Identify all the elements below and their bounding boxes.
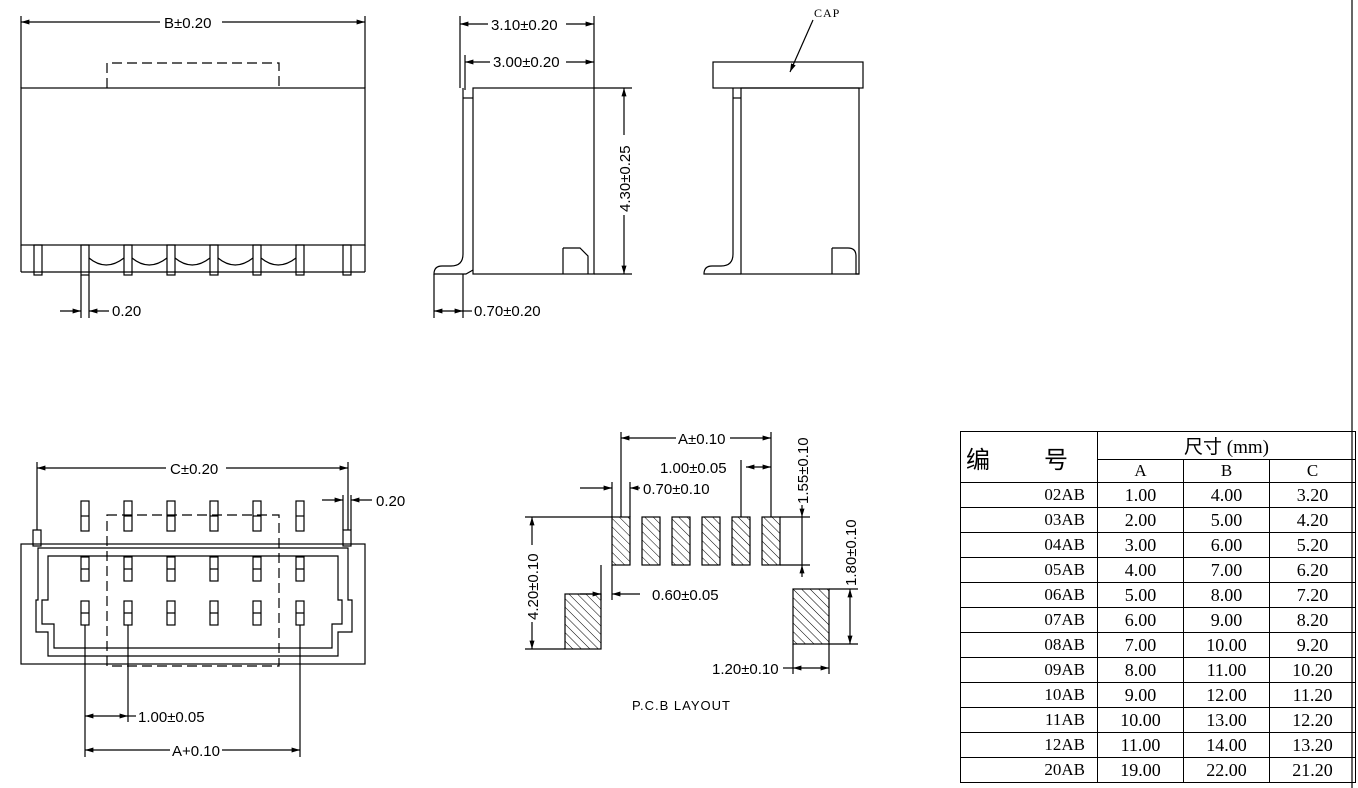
bottom-contacts	[80, 500, 305, 626]
row-code: 07AB	[960, 607, 1098, 633]
row-a: 2.00	[1097, 507, 1184, 533]
pcb-anchor-width-dim: 1.20±0.10	[712, 661, 779, 678]
cap-view	[703, 19, 864, 275]
side-top-dim-2: 3.00±0.20	[493, 54, 560, 71]
row-a: 6.00	[1097, 607, 1184, 633]
row-a: 10.00	[1097, 707, 1184, 733]
table-col-c: C	[1269, 459, 1356, 483]
row-b: 10.00	[1183, 632, 1270, 658]
row-code: 09AB	[960, 657, 1098, 683]
bottom-span-dim: A+0.10	[172, 743, 220, 760]
row-c: 5.20	[1269, 532, 1356, 558]
row-code: 05AB	[960, 557, 1098, 583]
row-a: 3.00	[1097, 532, 1184, 558]
pcb-pads	[611, 516, 781, 566]
front-pins	[33, 244, 352, 276]
side-height-dim: 4.30±0.25	[617, 145, 634, 212]
row-code: 03AB	[960, 507, 1098, 533]
side-top-dim-1: 3.10±0.20	[491, 17, 558, 34]
pcb-pitch-dim: 1.00±0.05	[660, 460, 727, 477]
front-width-dim: B±0.20	[164, 15, 211, 32]
pcb-anchor-height-dim: 1.80±0.10	[843, 519, 860, 586]
row-code: 06AB	[960, 582, 1098, 608]
side-view	[433, 16, 632, 318]
bottom-pitch-dim: 1.00±0.05	[138, 709, 205, 726]
row-c: 11.20	[1269, 682, 1356, 708]
pcb-layout-title: P.C.B LAYOUT	[632, 698, 731, 713]
row-c: 9.20	[1269, 632, 1356, 658]
row-a: 8.00	[1097, 657, 1184, 683]
row-a: 19.00	[1097, 757, 1184, 783]
row-c: 21.20	[1269, 757, 1356, 783]
row-c: 13.20	[1269, 732, 1356, 758]
row-c: 12.20	[1269, 707, 1356, 733]
row-b: 12.00	[1183, 682, 1270, 708]
side-lead-dim: 0.70±0.20	[474, 303, 541, 320]
row-a: 9.00	[1097, 682, 1184, 708]
pcb-pad-height-dim: 1.55±0.10	[795, 437, 812, 504]
bottom-view	[20, 462, 372, 757]
table-col-a: A	[1097, 459, 1184, 483]
row-a: 1.00	[1097, 482, 1184, 508]
row-b: 6.00	[1183, 532, 1270, 558]
pcb-layout	[525, 432, 858, 674]
row-b: 8.00	[1183, 582, 1270, 608]
table-header-size: 尺寸 (mm)	[1097, 431, 1356, 460]
pcb-anchor-pad-right	[792, 588, 830, 645]
pcb-pad-width-dim: 0.70±0.10	[643, 481, 710, 498]
row-code: 11AB	[960, 707, 1098, 733]
row-c: 10.20	[1269, 657, 1356, 683]
row-code: 08AB	[960, 632, 1098, 658]
pcb-total-height-dim: 4.20±0.10	[525, 553, 542, 620]
front-view	[20, 16, 366, 318]
row-c: 3.20	[1269, 482, 1356, 508]
row-b: 7.00	[1183, 557, 1270, 583]
row-b: 11.00	[1183, 657, 1270, 683]
cap-label: CAP	[814, 6, 840, 20]
row-c: 8.20	[1269, 607, 1356, 633]
table-col-b: B	[1183, 459, 1270, 483]
row-c: 7.20	[1269, 582, 1356, 608]
row-code: 20AB	[960, 757, 1098, 783]
row-code: 12AB	[960, 732, 1098, 758]
row-a: 7.00	[1097, 632, 1184, 658]
row-b: 5.00	[1183, 507, 1270, 533]
row-code: 10AB	[960, 682, 1098, 708]
pcb-gap-dim: 0.60±0.05	[652, 587, 719, 604]
row-b: 13.00	[1183, 707, 1270, 733]
row-c: 6.20	[1269, 557, 1356, 583]
row-a: 4.00	[1097, 557, 1184, 583]
pcb-anchor-pad-left	[564, 593, 602, 650]
row-b: 4.00	[1183, 482, 1270, 508]
table-header-code: 编 号	[960, 431, 1098, 483]
row-code: 04AB	[960, 532, 1098, 558]
row-c: 4.20	[1269, 507, 1356, 533]
row-b: 22.00	[1183, 757, 1270, 783]
pcb-span-dim: A±0.10	[678, 431, 725, 448]
bottom-width-dim: C±0.20	[170, 461, 218, 478]
row-code: 02AB	[960, 482, 1098, 508]
bottom-pin-width-dim: 0.20	[376, 493, 405, 510]
front-pin-dim: 0.20	[112, 303, 141, 320]
row-a: 5.00	[1097, 582, 1184, 608]
row-b: 14.00	[1183, 732, 1270, 758]
row-a: 11.00	[1097, 732, 1184, 758]
row-b: 9.00	[1183, 607, 1270, 633]
